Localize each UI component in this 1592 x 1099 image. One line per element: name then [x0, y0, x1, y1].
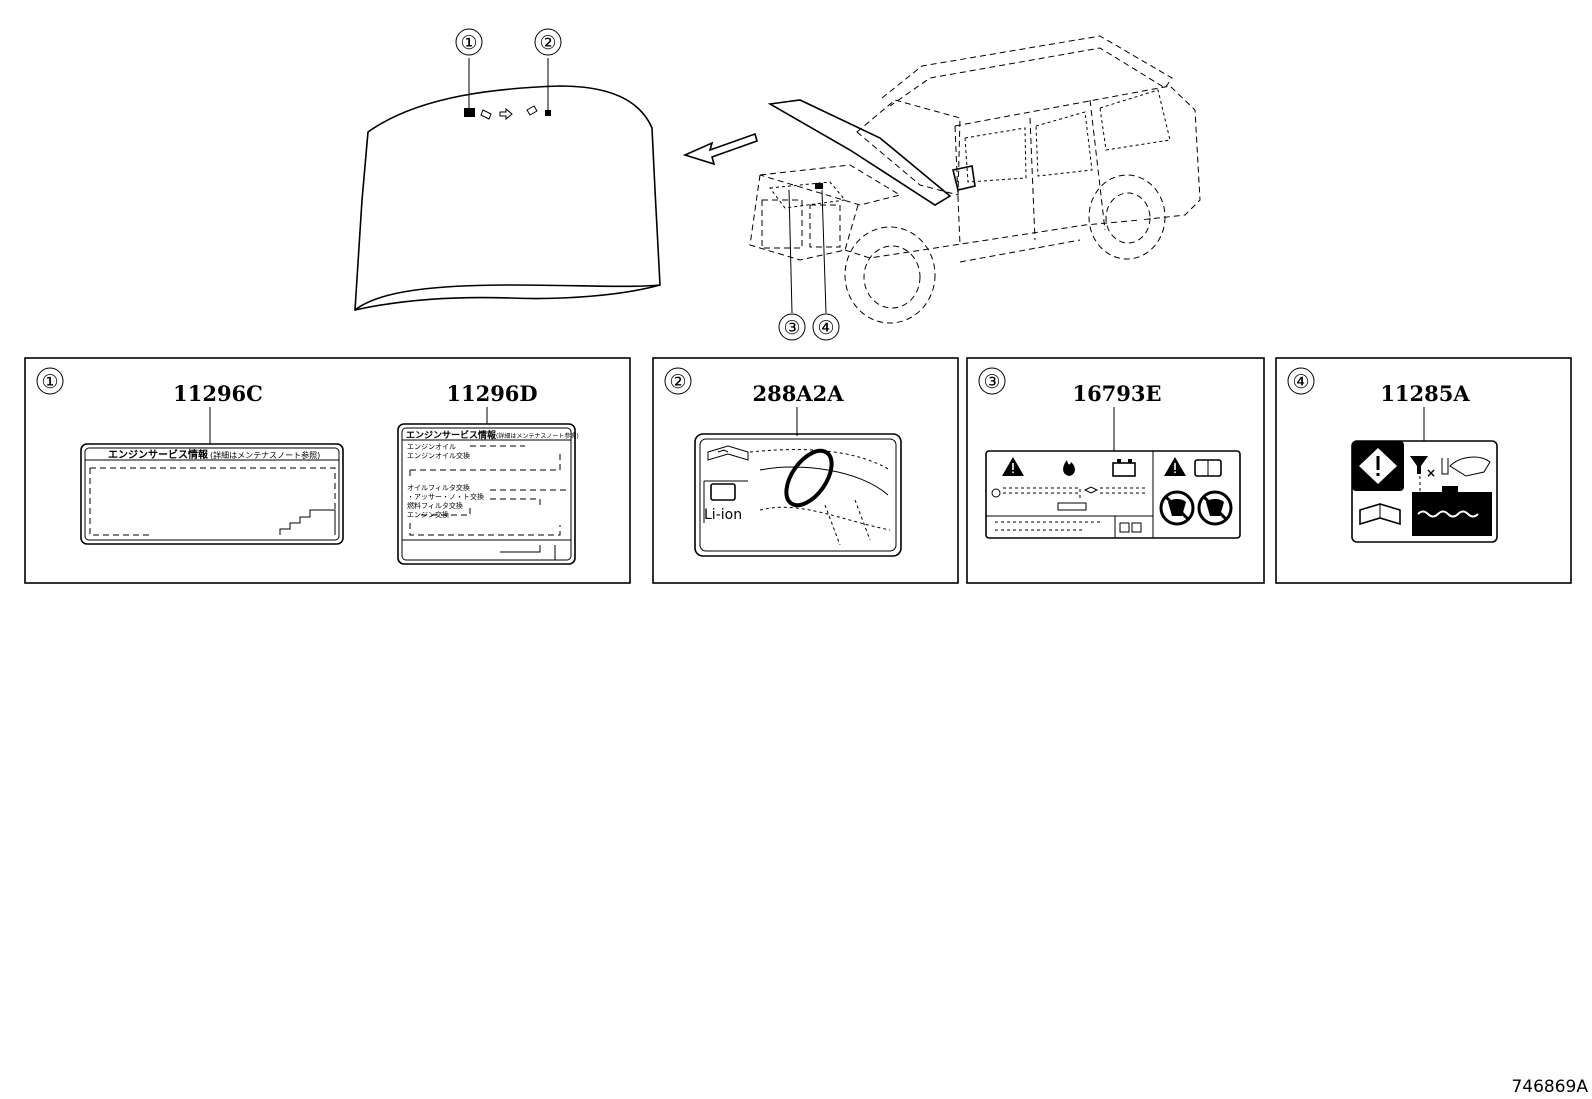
battery-type-text: Li-ion	[704, 507, 742, 523]
label-position-2	[545, 110, 551, 116]
part-number-288A2A: 288A2A	[752, 381, 844, 406]
steering-wheel-outline	[784, 448, 834, 508]
label-11296D-note: (詳細はメンテナスノート参照)	[496, 432, 579, 440]
svg-text:エンジンオイル: エンジンオイル	[407, 443, 456, 451]
label-position-1	[464, 108, 475, 117]
flame-icon	[1063, 460, 1075, 476]
battery-terminal-icon	[1112, 459, 1136, 477]
no-spray-icon	[1159, 490, 1195, 526]
part-number-11296C: 11296C	[173, 381, 263, 406]
svg-text:×: ×	[1426, 466, 1436, 480]
label-11296D: エンジンサービス情報 (詳細はメンテナスノート参照) エンジンオイル エンジンオ…	[397, 423, 579, 565]
vehicle-callout-3: ③	[783, 317, 800, 339]
manual-book-icon	[707, 445, 749, 461]
diagram-reference-number: 746869A	[1511, 1077, 1588, 1097]
panel-2: ② 288A2A Li-ion	[652, 357, 959, 584]
panel-4: ④ 11285A ×	[1275, 357, 1572, 584]
panel-2-callout: ②	[669, 371, 686, 393]
panel-3-callout: ③	[983, 371, 1000, 393]
label-11296C-title: エンジンサービス情報	[108, 448, 209, 461]
part-number-16793E: 16793E	[1072, 381, 1161, 406]
direction-arrow	[682, 132, 758, 166]
svg-text:エンジン交換: エンジン交換	[407, 510, 449, 519]
label-11296C-note: (詳細はメンテナスノート参照)	[210, 450, 320, 460]
svg-text:・アッサー・ノ・ト交換: ・アッサー・ノ・ト交換	[407, 492, 484, 501]
hand-icon	[1449, 456, 1491, 477]
manual-book-icon-2	[1194, 459, 1222, 477]
label-16793E	[985, 450, 1241, 539]
panel-1-callout: ①	[41, 371, 58, 393]
hood-illustration: ① ②	[354, 28, 661, 312]
vehicle-illustration: ③ ④	[749, 35, 1201, 341]
label-11296C: エンジンサービス情報 (詳細はメンテナスノート参照)	[80, 443, 344, 545]
manual-book-icon-3	[1359, 503, 1401, 526]
svg-text:燃料フィルタ交換: 燃料フィルタ交換	[407, 501, 463, 510]
label-11285A: ×	[1351, 440, 1498, 543]
battery-icon	[703, 480, 748, 523]
part-number-11285A: 11285A	[1380, 381, 1470, 406]
coolant-icon	[1412, 476, 1492, 536]
panel-4-callout: ④	[1292, 371, 1309, 393]
svg-text:オイルフィルタ交換: オイルフィルタ交換	[407, 483, 470, 492]
panel-1: ① 11296C 11296D エンジンサービス情報 (詳細はメンテナスノート参…	[24, 357, 631, 584]
svg-text:エンジンオイル交換: エンジンオイル交換	[407, 451, 470, 460]
label-288A2A: Li-ion	[694, 433, 902, 557]
hood-callout-1: ①	[460, 32, 477, 54]
no-spray-icon-2	[1197, 490, 1233, 526]
vehicle-callout-4: ④	[817, 317, 834, 339]
part-number-11296D: 11296D	[446, 381, 537, 406]
panel-3: ③ 16793E	[966, 357, 1265, 584]
hood-callout-2: ②	[539, 32, 556, 54]
funnel-icon	[1410, 456, 1428, 474]
label-11296D-title: エンジンサービス情報	[406, 429, 497, 441]
